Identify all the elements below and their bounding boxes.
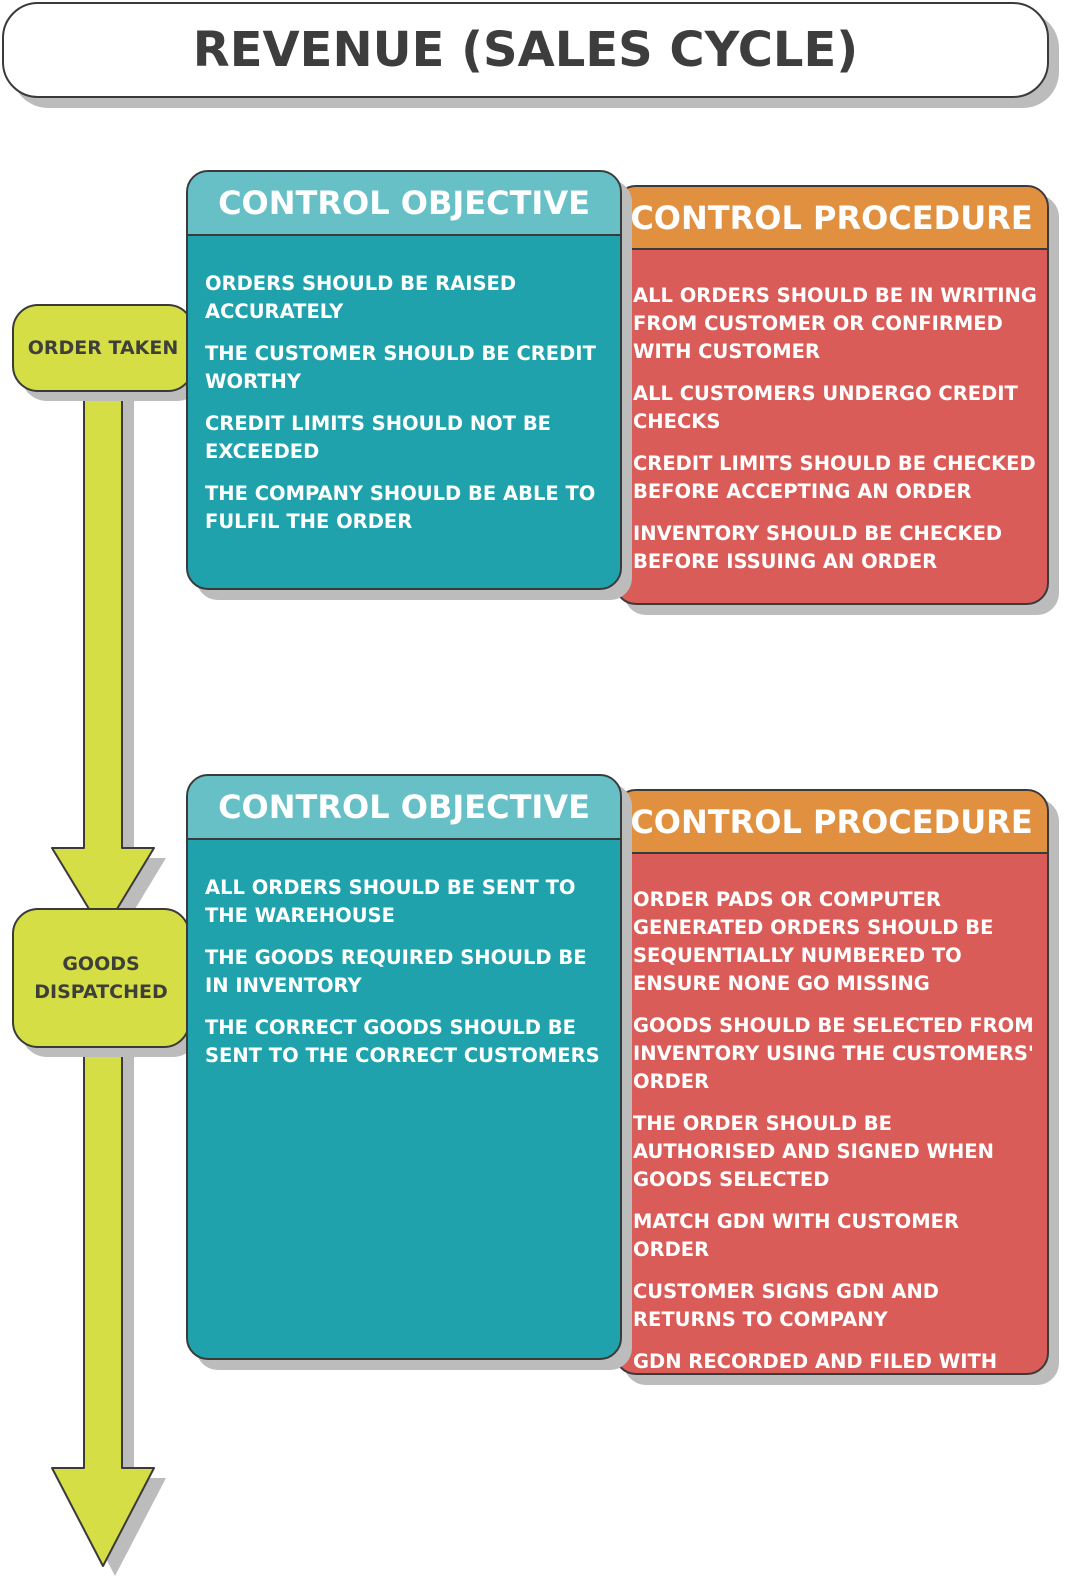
procedure-item: MATCH GDN WITH CUSTOMER ORDER: [633, 1210, 959, 1261]
objective-item: THE GOODS REQUIRED SHOULD BE IN INVENTOR…: [205, 946, 587, 997]
objective-item: ORDERS SHOULD BE RAISED ACCURATELY: [205, 272, 517, 323]
procedure-item: ALL ORDERS SHOULD BE IN WRITING FROM CUS…: [633, 284, 1037, 363]
control-objective-list-2: ALL ORDERS SHOULD BE SENT TO THE WAREHOU…: [188, 840, 620, 1070]
goods-dispatched-label: GOODS DISPATCHED: [34, 953, 168, 1003]
title-banner: REVENUE (SALES CYCLE): [2, 2, 1049, 98]
objective-item: ALL ORDERS SHOULD BE SENT TO THE WAREHOU…: [205, 876, 576, 927]
control-procedure-heading-2: CONTROL PROCEDURE: [616, 791, 1047, 854]
order-taken-label: ORDER TAKEN: [27, 337, 179, 359]
procedure-item: INVENTORY SHOULD BE CHECKED BEFORE ISSUI…: [633, 522, 1003, 573]
control-procedure-card-2: CONTROL PROCEDURE ORDER PADS OR COMPUTER…: [614, 789, 1049, 1375]
control-procedure-heading-1: CONTROL PROCEDURE: [616, 187, 1047, 250]
procedure-item: GOODS SHOULD BE SELECTED FROM INVENTORY …: [633, 1014, 1034, 1093]
objective-item: THE CUSTOMER SHOULD BE CREDIT WORTHY: [205, 342, 596, 393]
control-procedure-card-1: CONTROL PROCEDURE ALL ORDERS SHOULD BE I…: [614, 185, 1049, 605]
procedure-item: CREDIT LIMITS SHOULD BE CHECKED BEFORE A…: [633, 452, 1036, 503]
arrow-2-down-icon: [51, 1039, 155, 1567]
control-procedure-list-2: ORDER PADS OR COMPUTER GENERATED ORDERS …: [616, 854, 1047, 1373]
control-objective-heading-1: CONTROL OBJECTIVE: [188, 172, 620, 236]
procedure-item: THE ORDER SHOULD BE AUTHORISED AND SIGNE…: [633, 1112, 994, 1191]
control-objective-list-1: ORDERS SHOULD BE RAISED ACCURATELY THE C…: [188, 236, 620, 536]
control-objective-card-2: CONTROL OBJECTIVE ALL ORDERS SHOULD BE S…: [186, 774, 622, 1360]
objective-item: CREDIT LIMITS SHOULD NOT BE EXCEEDED: [205, 412, 552, 463]
page-title: REVENUE (SALES CYCLE): [192, 22, 859, 78]
goods-dispatched-stage: GOODS DISPATCHED: [12, 908, 190, 1048]
objective-item: THE COMPANY SHOULD BE ABLE TO FULFIL THE…: [205, 482, 596, 533]
order-taken-stage: ORDER TAKEN: [12, 304, 194, 392]
control-procedure-list-1: ALL ORDERS SHOULD BE IN WRITING FROM CUS…: [616, 250, 1047, 576]
procedure-item: ALL CUSTOMERS UNDERGO CREDIT CHECKS: [633, 382, 1018, 433]
control-objective-heading-2: CONTROL OBJECTIVE: [188, 776, 620, 840]
arrow-1-down-icon: [51, 379, 155, 933]
procedure-item: CUSTOMER SIGNS GDN AND RETURNS TO COMPAN…: [633, 1280, 939, 1331]
procedure-item: GDN RECORDED AND FILED WITH SEQUENTIAL N…: [633, 1350, 998, 1373]
control-objective-card-1: CONTROL OBJECTIVE ORDERS SHOULD BE RAISE…: [186, 170, 622, 590]
objective-item: THE CORRECT GOODS SHOULD BE SENT TO THE …: [205, 1016, 600, 1067]
procedure-item: ORDER PADS OR COMPUTER GENERATED ORDERS …: [633, 888, 994, 995]
